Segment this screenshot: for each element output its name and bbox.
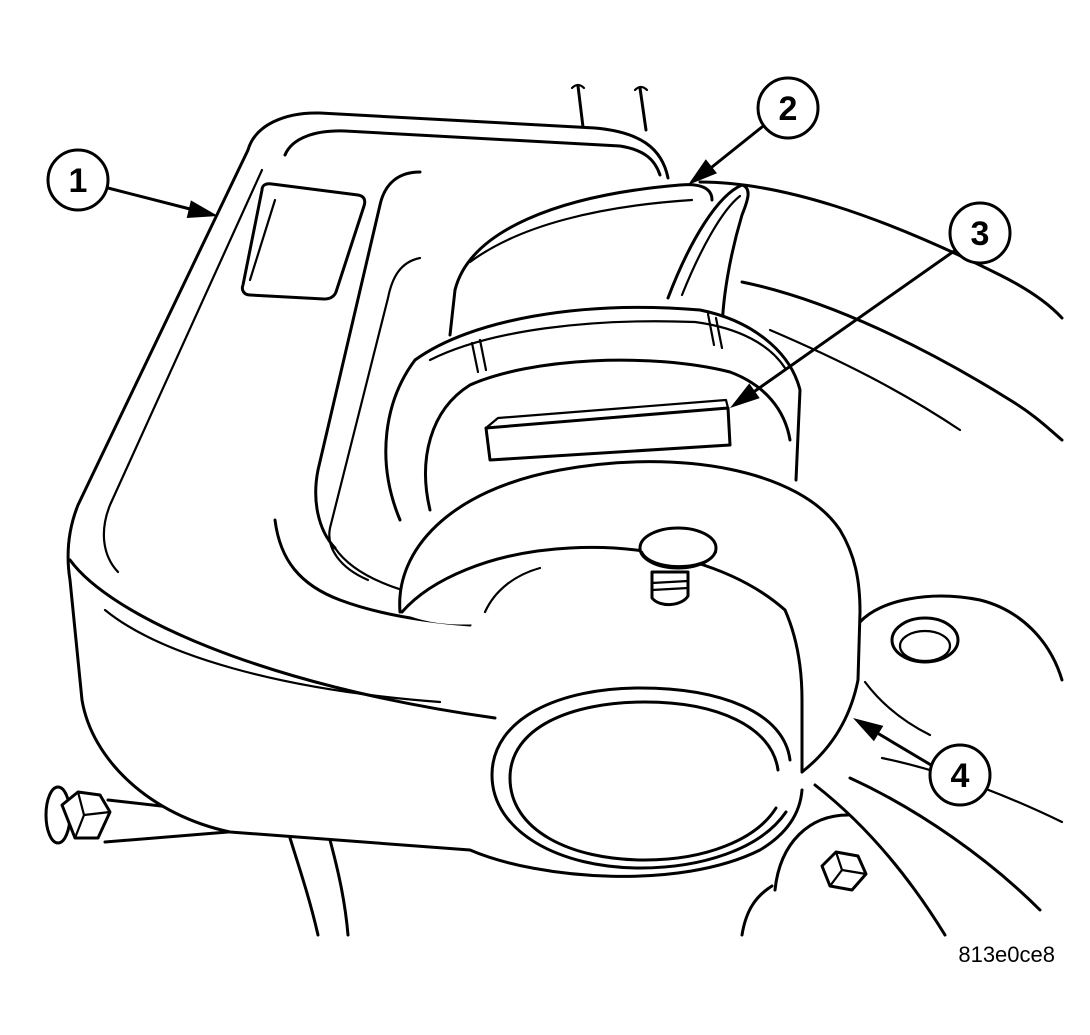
callout-4-arrow-shaft <box>877 732 933 767</box>
callout-4-label: 4 <box>951 757 970 795</box>
callout-4-arrowhead <box>853 718 884 742</box>
retaining-stud <box>638 526 718 606</box>
hex-bolt-lower-right <box>820 850 868 892</box>
callout-3-arrowhead <box>730 383 760 408</box>
callout-3-label: 3 <box>971 215 990 253</box>
figure-id-label: 813e0ce8 <box>958 942 1055 967</box>
callout-1-circle <box>46 148 110 212</box>
callout-3-arrow-shaft <box>753 247 959 393</box>
hex-bolt-lower-left <box>44 785 242 845</box>
callout-2-circle <box>756 76 820 140</box>
receiver-cup <box>448 183 714 337</box>
callout-1-arrow-shaft <box>106 186 192 211</box>
callout-1-label: 1 <box>69 162 88 200</box>
frame-bore <box>490 686 792 870</box>
callout-4-circle <box>928 743 992 807</box>
callout-2: 2 <box>688 76 820 185</box>
callout-2-arrowhead <box>688 159 717 185</box>
upper-stem <box>570 83 649 132</box>
callout-4: 4 <box>853 718 992 807</box>
receiver-cylinder <box>398 460 862 774</box>
callout-2-arrow-shaft <box>710 125 764 169</box>
lower-arm-lines <box>288 836 350 937</box>
callout-3: 3 <box>730 201 1012 408</box>
callout-1-arrowhead <box>186 200 218 218</box>
flange <box>666 183 750 337</box>
bushing-plate <box>484 398 732 462</box>
callout-2-label: 2 <box>779 90 798 128</box>
callout-1: 1 <box>46 148 218 218</box>
callout-3-circle <box>948 201 1012 265</box>
